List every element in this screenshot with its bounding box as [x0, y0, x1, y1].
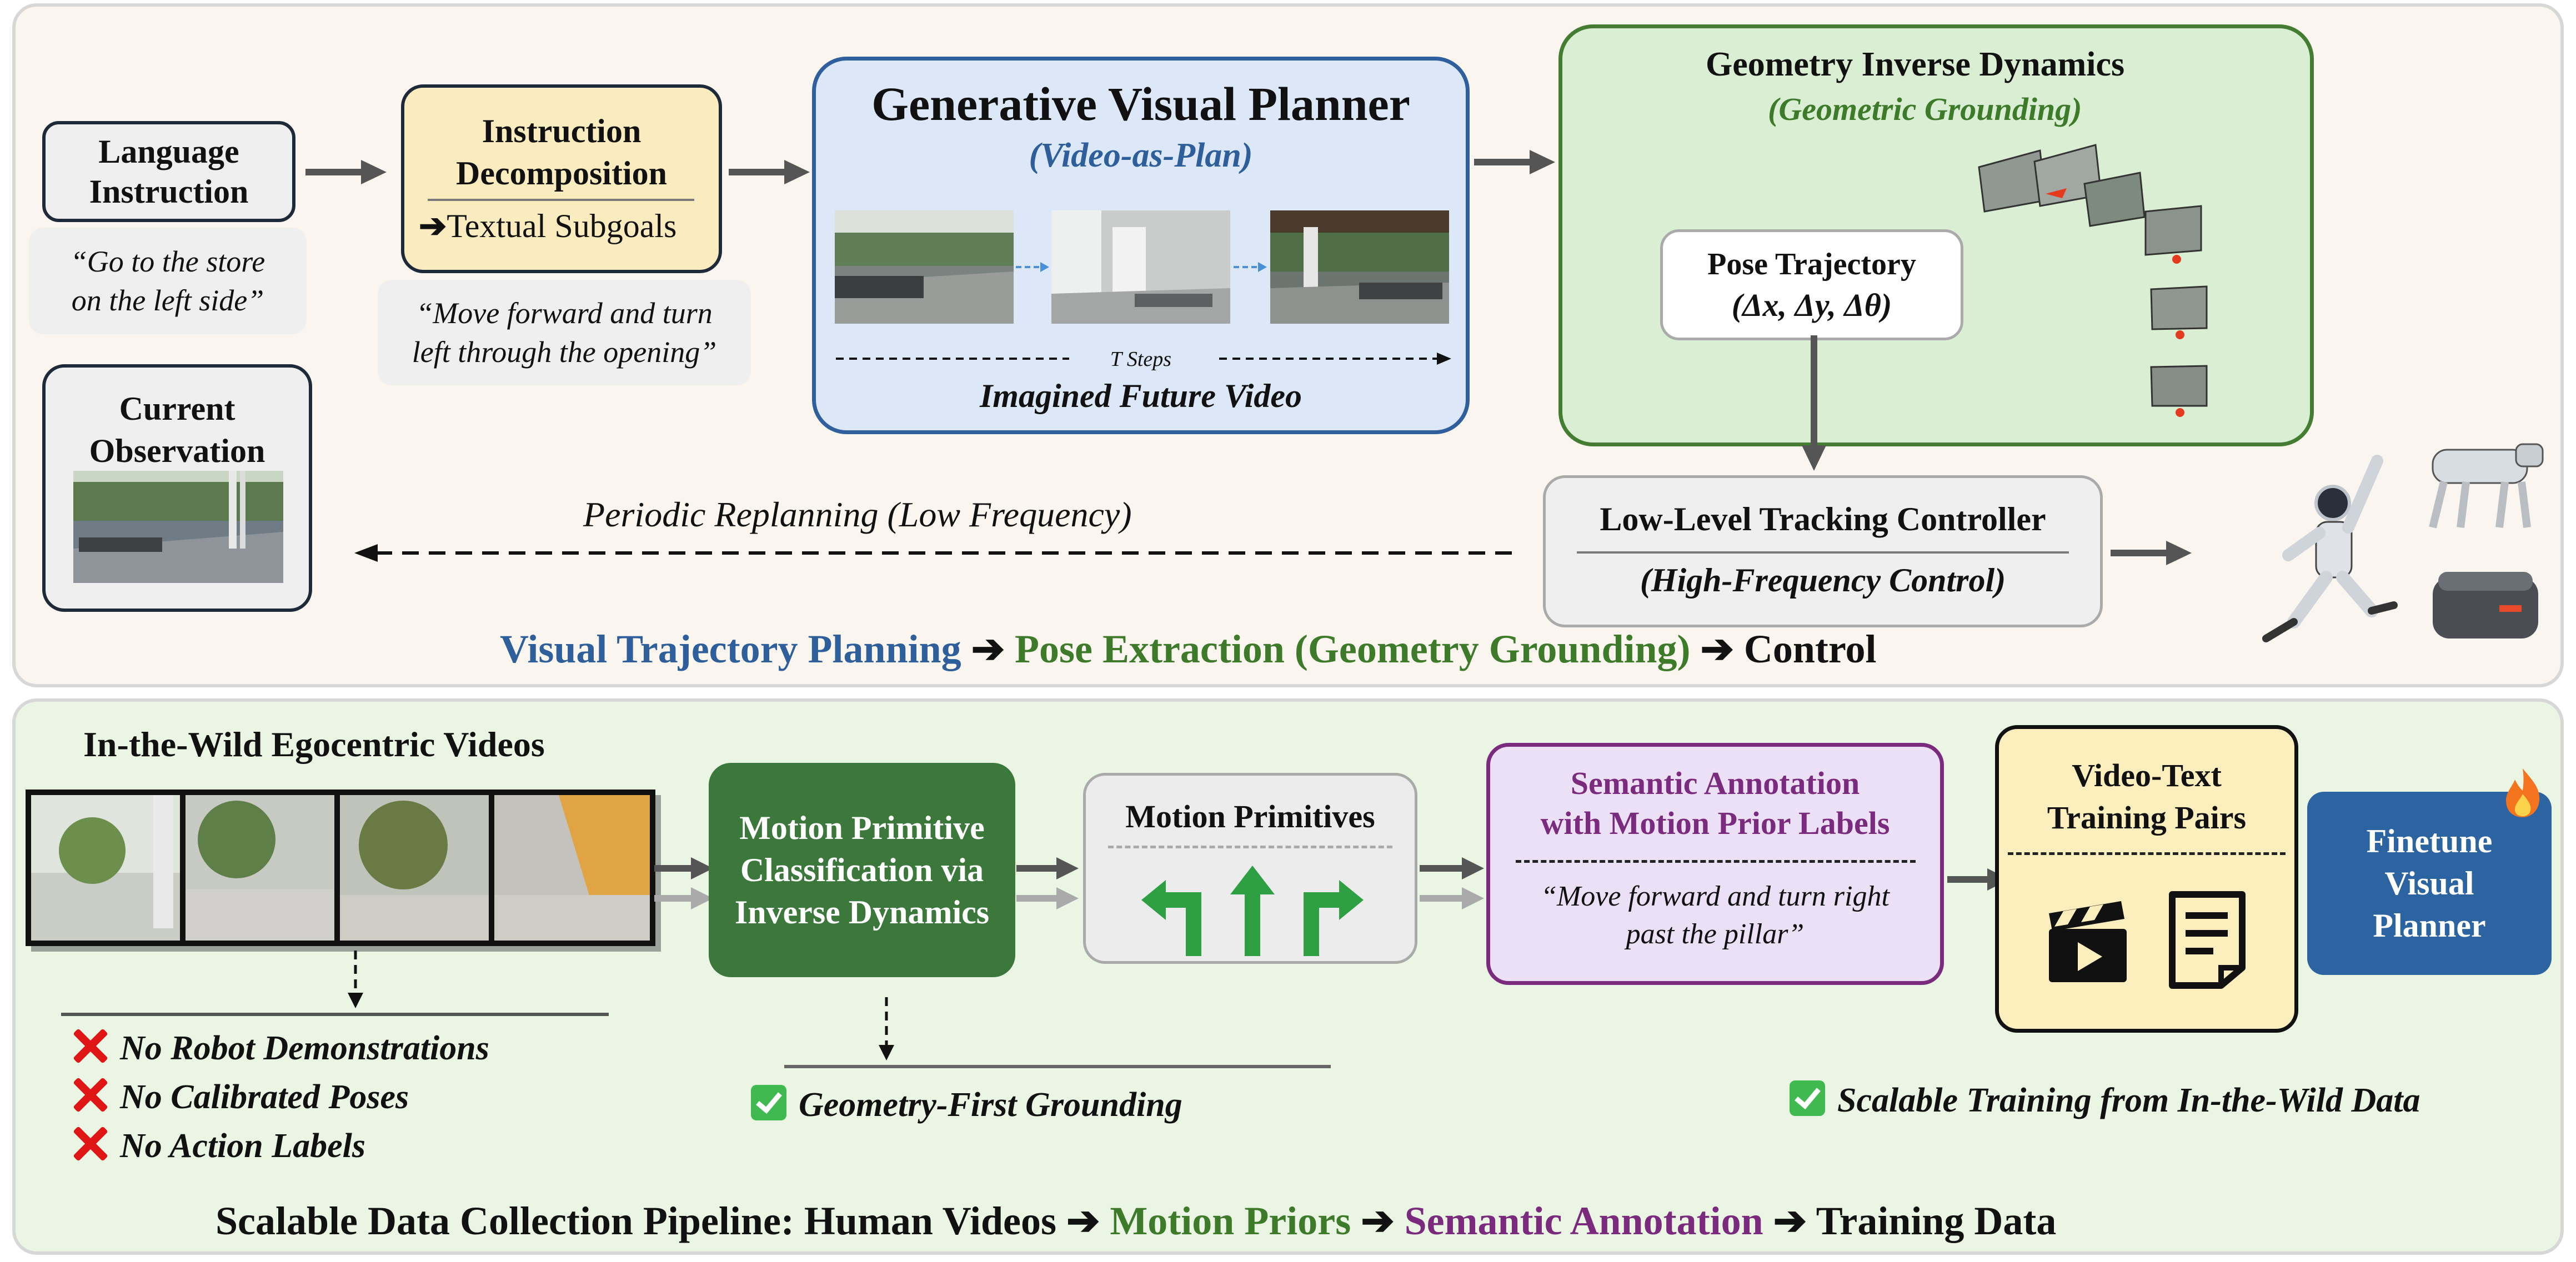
visual-planner-box: Generative Visual Planner (Video-as-Plan… — [812, 57, 1470, 434]
caption-arrow-icon: ➔ — [971, 627, 1005, 671]
planner-subtitle: (Video-as-Plan) — [1029, 137, 1253, 174]
arrow-primitives-to-semantic — [1420, 857, 1484, 909]
frame-arrow-2 — [1234, 262, 1267, 272]
pose-trajectory-box: Pose Trajectory (Δx, Δy, Δθ) — [1660, 229, 1963, 340]
arrow-lang-to-decomp — [305, 160, 387, 184]
primitives-divider — [1108, 846, 1392, 848]
pose-trajectory-title: Pose Trajectory — [1707, 247, 1916, 281]
geo-title: Geometry Inverse Dynamics — [1706, 46, 2125, 83]
current-observation-box: Current Observation — [42, 364, 312, 612]
pairs-divider — [2008, 852, 2286, 855]
caption-arrow-icon: ➔ — [1066, 1199, 1100, 1243]
camera-frustums-illustration — [1978, 144, 2208, 417]
top-caption: Visual Trajectory Planning ➔ Pose Extrac… — [500, 627, 1877, 671]
instruction-decomposition-box: Instruction Decomposition ➔Textual Subgo… — [401, 84, 722, 273]
caption-arrow-icon: ➔ — [1773, 1199, 1807, 1243]
training-pairs-box: Video-Text Training Pairs — [1995, 725, 2298, 1033]
cross-icon — [72, 1077, 108, 1113]
video-strip — [26, 790, 655, 946]
language-instruction-box: Language Instruction — [42, 121, 295, 222]
document-icon — [2169, 891, 2246, 989]
decomposition-subgoals: ➔Textual Subgoals — [419, 208, 677, 244]
no-items-divider — [61, 1013, 609, 1016]
planner-frame-1 — [835, 210, 1014, 324]
checkbox-icon — [751, 1085, 786, 1120]
controller-title: Low-Level Tracking Controller — [1600, 501, 2046, 537]
observation-image — [73, 471, 283, 583]
geometry-inverse-dynamics-box: Geometry Inverse Dynamics (Geometric Gro… — [1558, 24, 2314, 446]
frame-arrow-1 — [1016, 262, 1049, 272]
language-quote: “Go to the store on the left side” — [29, 228, 307, 334]
videos-down-arrow — [348, 951, 363, 1008]
caption-arrow-icon: ➔ — [1361, 1199, 1395, 1243]
t-steps-arrow — [836, 353, 1451, 365]
controller-sub: (High-Frequency Control) — [1640, 562, 2006, 599]
arrow-controller-to-robots — [2111, 541, 2192, 565]
cross-icon — [72, 1126, 108, 1162]
semantic-quote: “Move forward and turn right past the pi… — [1541, 881, 1890, 950]
clapperboard-icon — [2049, 901, 2127, 982]
replanning-label: Periodic Replanning (Low Frequency) — [583, 495, 1132, 534]
robots-illustration — [2262, 443, 2544, 642]
finetune-box: Finetune Visual Planner — [2307, 792, 2552, 975]
no-item-1: No Robot Demonstrations — [72, 1028, 489, 1068]
t-steps-label: T Steps — [1110, 348, 1172, 371]
arrow-videos-to-mpc — [654, 857, 713, 909]
right-arrow-icon: ➔ — [419, 208, 447, 244]
mpc-box: Motion Primitive Classification via Inve… — [709, 763, 1015, 977]
semantic-title: Semantic Annotation with Motion Prior La… — [1540, 765, 1890, 841]
arrow-mpc-to-primitives — [1016, 857, 1079, 909]
motion-primitives-box: Motion Primitives — [1083, 773, 1417, 964]
no-item-3: No Action Labels — [72, 1126, 365, 1166]
motion-primitives-title: Motion Primitives — [1125, 798, 1375, 834]
arrow-pose-to-controller — [1802, 335, 1826, 471]
quadruped-robot-icon — [2429, 443, 2544, 529]
humanoid-robot-icon — [2262, 455, 2398, 642]
semantic-annotation-box: Semantic Annotation with Motion Prior La… — [1486, 743, 1944, 985]
semantic-divider — [1516, 860, 1916, 863]
planner-title: Generative Visual Planner — [871, 77, 1410, 130]
checkbox-icon — [1790, 1080, 1825, 1116]
geometry-first-item: Geometry-First Grounding — [751, 1085, 1182, 1125]
decomposition-title: Instruction Decomposition — [456, 113, 667, 192]
controller-box: Low-Level Tracking Controller (High-Freq… — [1543, 475, 2103, 627]
current-observation-label: Current Observation — [89, 390, 265, 469]
wheeled-robot-icon — [2433, 572, 2538, 638]
turn-left-arrow-icon — [1141, 880, 1201, 956]
fire-icon — [2506, 768, 2540, 817]
training-pairs-title: Video-Text Training Pairs — [2047, 757, 2247, 836]
controller-divider — [1577, 551, 2069, 554]
no-item-2: No Calibrated Poses — [72, 1077, 409, 1117]
replanning-arrow — [354, 544, 1514, 562]
cross-icon — [72, 1028, 108, 1064]
geometry-first-divider — [784, 1065, 1331, 1068]
bottom-caption: Scalable Data Collection Pipeline: Human… — [215, 1199, 2057, 1243]
primitive-arrows — [1141, 866, 1364, 956]
language-instruction-label: Language Instruction — [89, 133, 249, 210]
straight-arrow-icon — [1230, 866, 1275, 956]
turn-right-arrow-icon — [1304, 880, 1364, 956]
caption-arrow-icon: ➔ — [1700, 627, 1734, 671]
arrow-planner-to-geo — [1474, 150, 1555, 174]
imagined-video-label: Imagined Future Video — [979, 378, 1302, 414]
videos-title: In-the-Wild Egocentric Videos — [83, 725, 545, 764]
scalable-training-item: Scalable Training from In-the-Wild Data — [1790, 1080, 2420, 1120]
arrow-decomp-to-planner — [729, 160, 810, 184]
geo-subtitle: (Geometric Grounding) — [1768, 91, 2082, 127]
decomposition-quote: “Move forward and turn left through the … — [378, 280, 751, 385]
mpc-down-arrow — [879, 997, 894, 1060]
decomposition-divider — [428, 199, 694, 201]
planner-frame-3 — [1270, 210, 1449, 324]
pose-formula: (Δx, Δy, Δθ) — [1731, 286, 1892, 323]
planner-frame-2 — [1051, 210, 1230, 324]
